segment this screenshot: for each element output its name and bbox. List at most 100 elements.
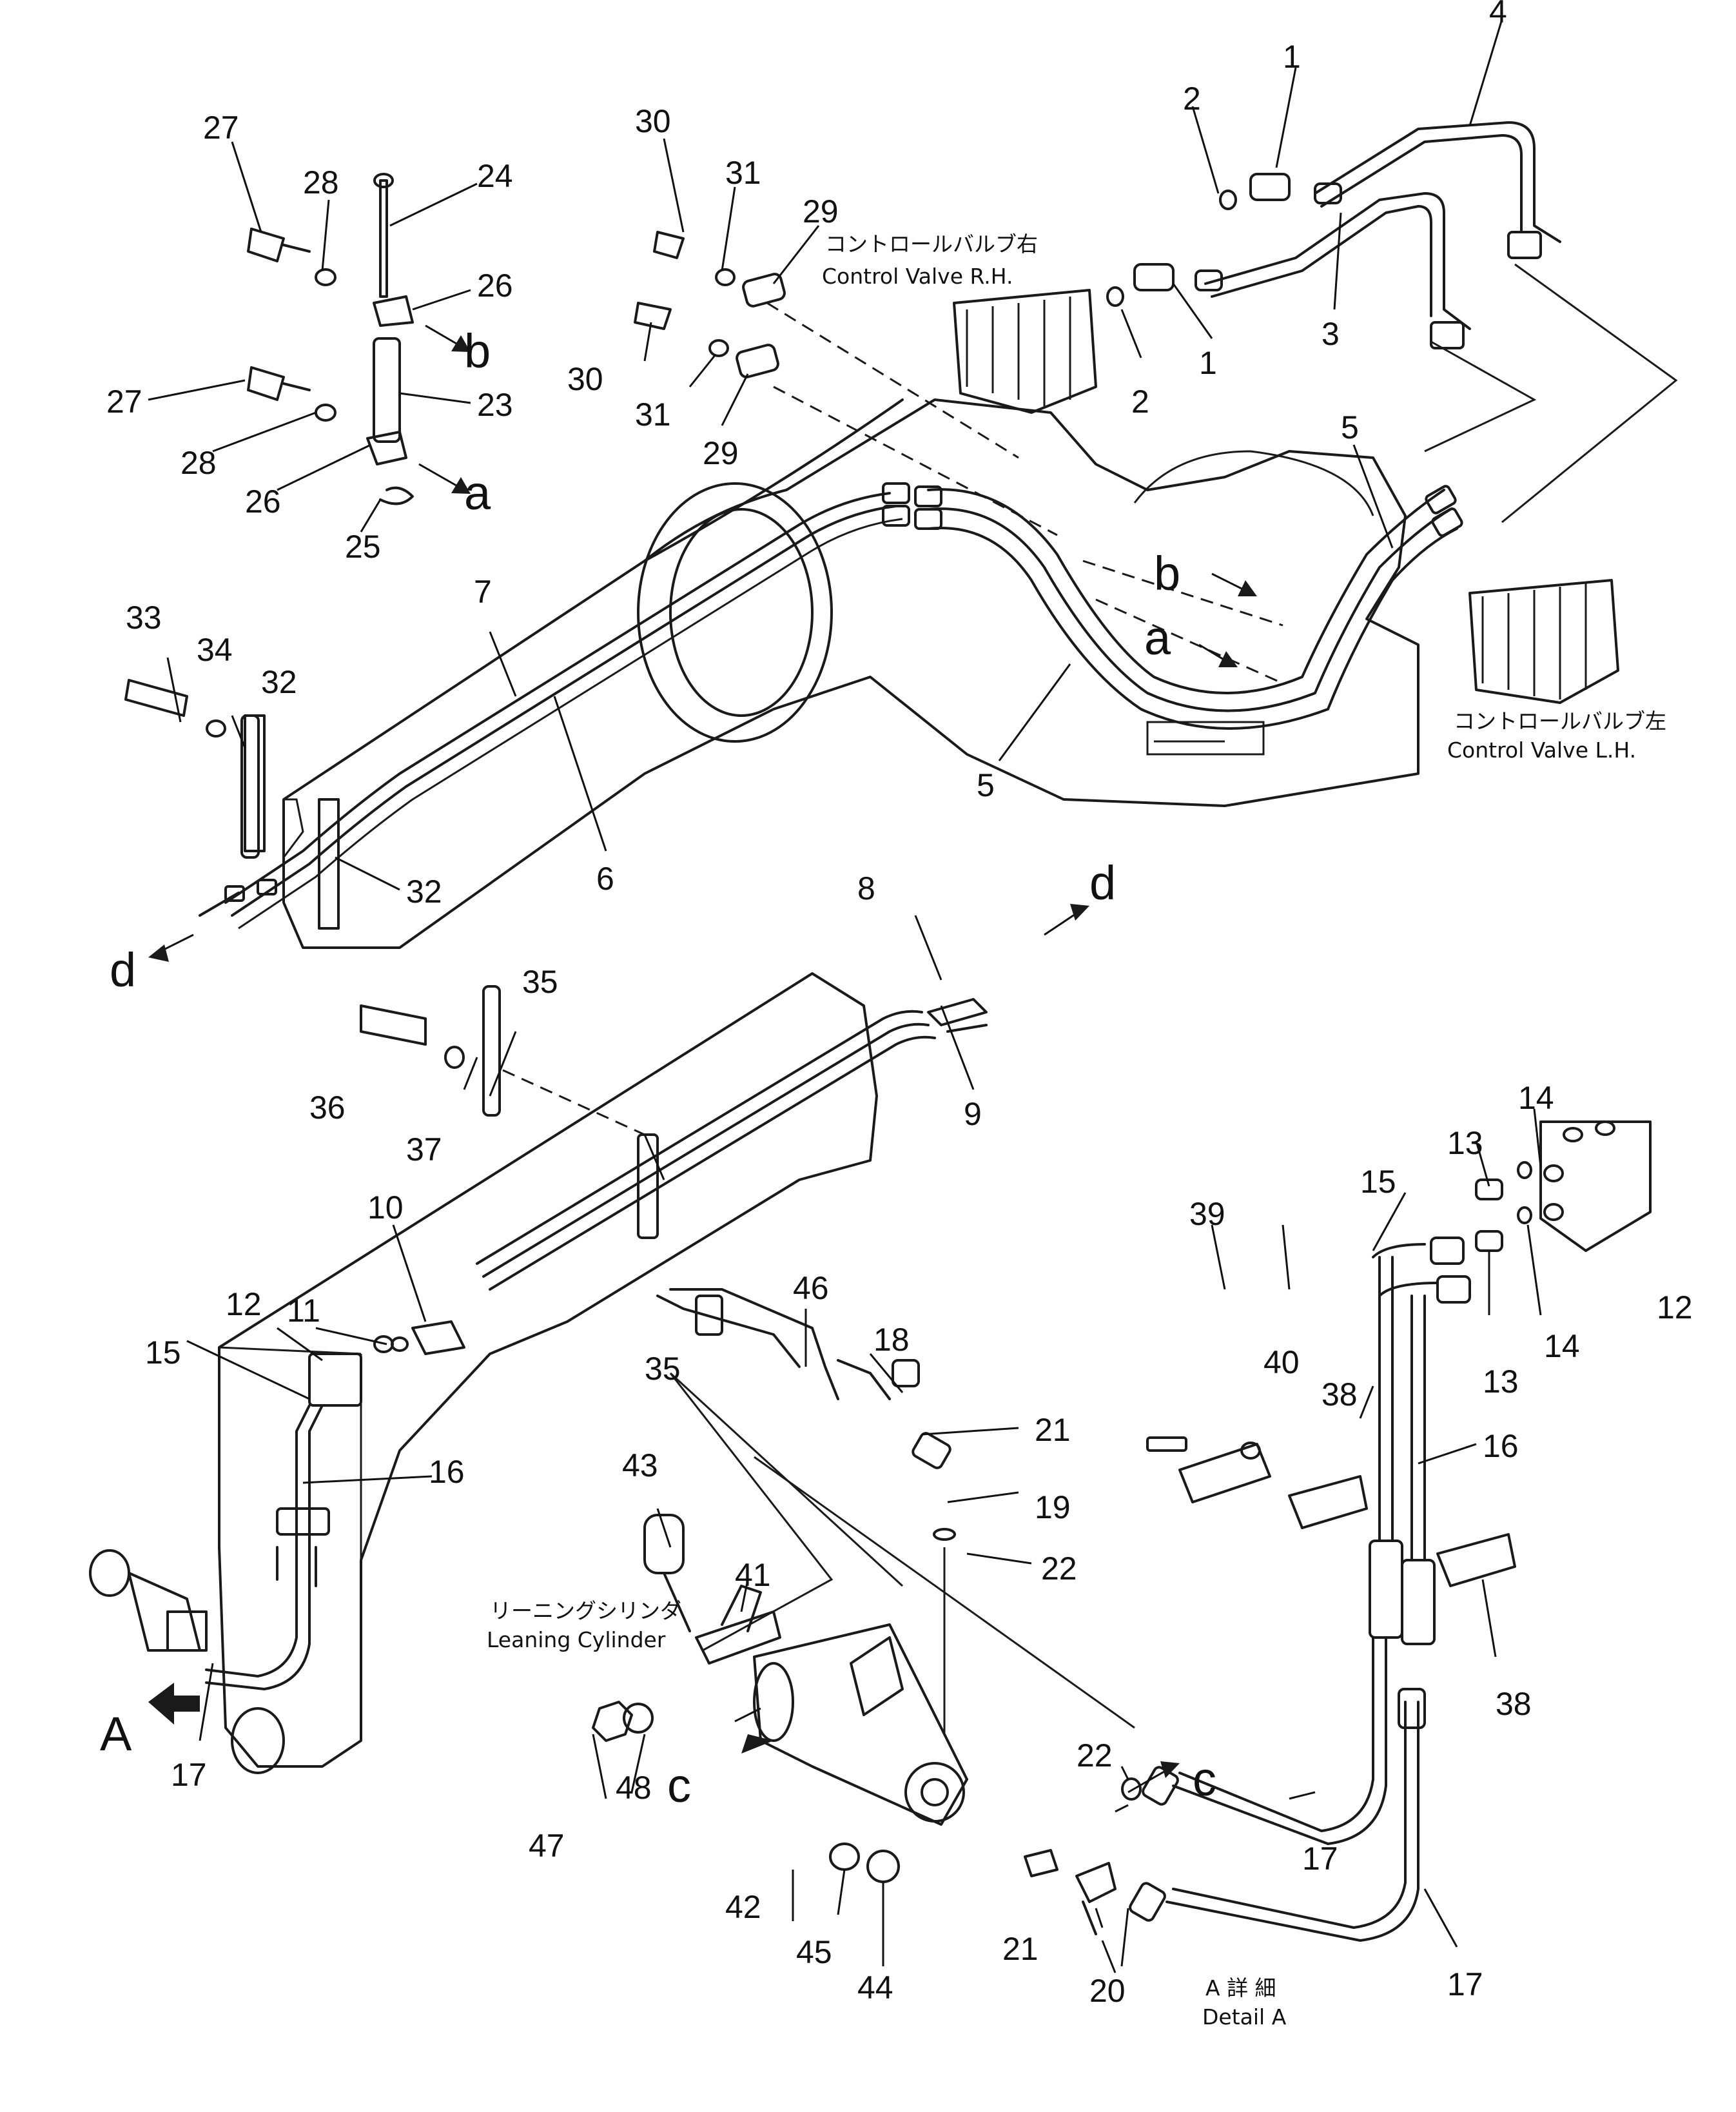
leaning-cylinder — [592, 1288, 1135, 1883]
leader-lines — [148, 19, 1542, 1973]
cylinder-caption-en: Leaning Cylinder — [487, 1627, 666, 1652]
callout-15: 15 — [1360, 1164, 1396, 1200]
upper-frame-drawing — [199, 398, 1463, 949]
callout-11: 11 — [287, 1293, 320, 1329]
detail-a-caption-jp: A 詳 細 — [1205, 1975, 1276, 2000]
valve-lh-caption-jp: コントロールバルブ左 — [1454, 709, 1666, 734]
control-valve-lh — [1468, 579, 1619, 704]
marker-b: b — [464, 324, 491, 378]
marker-a: a — [464, 466, 491, 520]
callout-29: 29 — [803, 193, 839, 230]
valve-pipes — [1106, 121, 1678, 523]
callout-43: 43 — [622, 1447, 658, 1483]
callout-47: 47 — [529, 1828, 565, 1864]
callout-22: 22 — [1041, 1550, 1077, 1587]
callout-7: 7 — [474, 574, 492, 610]
callout-23: 23 — [477, 387, 513, 423]
callout-45: 45 — [796, 1934, 832, 1970]
callout-18: 18 — [873, 1322, 910, 1358]
callout-46: 46 — [793, 1270, 829, 1306]
callout-41: 41 — [735, 1557, 771, 1593]
callout-30: 30 — [567, 361, 603, 397]
marker-A: A — [100, 1707, 132, 1761]
callout-17: 17 — [1302, 1841, 1338, 1877]
section-arrows — [148, 324, 1257, 1794]
detail-a-caption-en: Detail A — [1202, 2004, 1287, 2029]
marker-d: d — [1089, 856, 1116, 910]
callout-48: 48 — [616, 1770, 652, 1806]
lower-frame-drawing — [218, 972, 988, 1774]
callout-9: 9 — [964, 1096, 982, 1132]
callout-14: 14 — [1518, 1080, 1554, 1116]
callout-35: 35 — [522, 964, 558, 1000]
callout-33: 33 — [126, 600, 162, 636]
callout-26: 26 — [477, 268, 513, 304]
callout-labels: 1 1 2 2 3 4 5 5 6 7 8 9 10 11 12 12 13 1… — [106, 0, 1693, 2009]
cylinder-caption-jp: リーニングシリンダ — [490, 1598, 681, 1623]
callout-32: 32 — [406, 874, 442, 910]
callout-38: 38 — [1322, 1376, 1358, 1413]
callout-17: 17 — [171, 1757, 207, 1793]
callout-10: 10 — [367, 1189, 404, 1226]
callout-8: 8 — [857, 870, 875, 906]
callout-1: 1 — [1283, 39, 1301, 75]
callout-34: 34 — [197, 632, 233, 668]
callout-19: 19 — [1035, 1489, 1071, 1525]
callout-29: 29 — [703, 435, 739, 471]
valve-rh-caption-jp: コントロールバルブ右 — [825, 231, 1038, 257]
callout-1: 1 — [1199, 345, 1217, 381]
callout-40: 40 — [1263, 1344, 1300, 1380]
control-valve-rh — [953, 289, 1097, 414]
callout-17: 17 — [1447, 1966, 1483, 2002]
callout-14: 14 — [1544, 1328, 1580, 1364]
callout-16: 16 — [1483, 1428, 1519, 1464]
valve-lh-caption-en: Control Valve L.H. — [1447, 738, 1636, 763]
callout-42: 42 — [725, 1889, 761, 1925]
callout-24: 24 — [477, 158, 513, 194]
callout-26: 26 — [245, 484, 281, 520]
valve-rh-caption-en: Control Valve R.H. — [822, 264, 1013, 289]
callout-5: 5 — [977, 767, 995, 803]
callout-37: 37 — [406, 1131, 442, 1168]
callout-20: 20 — [1089, 1973, 1126, 2009]
callout-13: 13 — [1447, 1125, 1483, 1161]
callout-12: 12 — [1657, 1289, 1693, 1325]
callout-22: 22 — [1077, 1737, 1113, 1774]
callout-44: 44 — [857, 1970, 893, 2006]
callout-28: 28 — [303, 164, 339, 200]
callout-4: 4 — [1489, 0, 1507, 30]
callout-27: 27 — [203, 110, 239, 146]
view-a-arrow — [148, 1683, 200, 1725]
callout-2: 2 — [1131, 384, 1149, 420]
callout-3: 3 — [1322, 316, 1340, 352]
marker-b: b — [1154, 547, 1180, 600]
callout-36: 36 — [309, 1090, 346, 1126]
callout-13: 13 — [1483, 1364, 1519, 1400]
callout-30: 30 — [635, 103, 671, 139]
marker-d: d — [110, 943, 136, 997]
callout-5: 5 — [1341, 409, 1359, 445]
callout-16: 16 — [429, 1454, 465, 1490]
captions: コントロールバルブ右 Control Valve R.H. コントロールバルブ左… — [487, 231, 1666, 2029]
callout-15: 15 — [145, 1335, 181, 1371]
callout-31: 31 — [725, 155, 761, 191]
callout-31: 31 — [635, 396, 671, 433]
marker-c: c — [667, 1759, 691, 1812]
callout-12: 12 — [226, 1286, 262, 1322]
lower-left-hoses — [89, 1320, 465, 1690]
callout-21: 21 — [1002, 1931, 1039, 1967]
marker-c: c — [1193, 1752, 1216, 1806]
callout-39: 39 — [1189, 1196, 1225, 1232]
detail-a-drawing — [1024, 1120, 1652, 1942]
marker-a: a — [1144, 611, 1171, 665]
callout-28: 28 — [180, 445, 217, 481]
section-markers: b a b a d d c c A — [100, 324, 1216, 1812]
callout-27: 27 — [106, 384, 142, 420]
callout-32: 32 — [261, 664, 297, 700]
callout-21: 21 — [1035, 1412, 1071, 1448]
callout-6: 6 — [596, 861, 614, 897]
hidden-lines — [502, 302, 1283, 1136]
callout-35: 35 — [645, 1351, 681, 1387]
callout-25: 25 — [345, 529, 381, 565]
